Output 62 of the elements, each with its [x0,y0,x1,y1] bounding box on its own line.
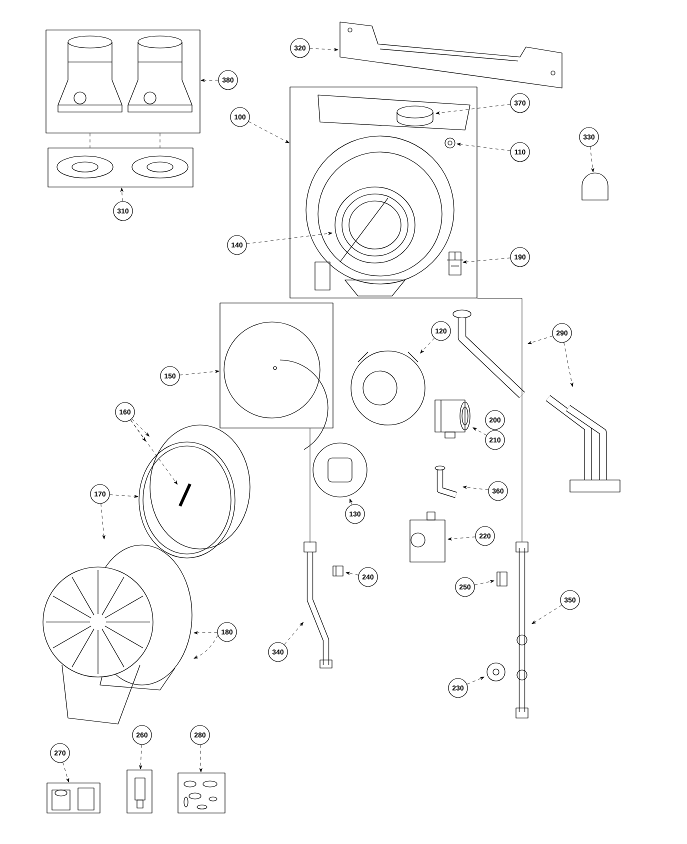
leader-line [350,498,352,505]
leader-line [200,78,218,82]
burner-cover-drawing [42,544,192,724]
leader-line [130,420,146,442]
burner-disc-drawing [220,302,334,450]
leader-line [448,536,476,540]
sensor-drawing [444,138,456,148]
pipe-drawing [452,310,525,398]
clip-drawing [332,566,344,576]
pipe-drawing [516,542,528,718]
leader-line [528,336,553,344]
leader-line [462,486,488,490]
leader-line [462,258,510,264]
leader-line [436,104,510,114]
leader-line [199,744,202,772]
gas-connector-drawing [434,400,470,438]
flue-adapter-drawing [46,30,200,134]
leader-line [110,494,138,498]
leader-line [62,762,70,782]
leader-line [420,338,435,354]
sensor-drawing [486,662,506,682]
fan-drawing [350,350,426,426]
gas-valve-drawing [410,512,446,562]
gasket-drawing [312,442,368,498]
leader-line [100,504,106,540]
leader-line [194,635,218,659]
nut-kit-drawing [46,782,100,814]
pipe-drawing [304,542,332,668]
leader-line [310,48,338,52]
leader-line [466,676,484,684]
leader-line [564,342,574,387]
ring-drawing [150,424,250,550]
leader-line [474,580,494,586]
seal-kit-drawing [178,772,226,814]
leader-line [180,370,220,376]
fitting-drawing [446,252,464,276]
pipe-drawing [546,395,620,492]
washer-drawing [48,148,194,188]
leader-line [120,188,124,202]
flue-collar-drawing [396,106,434,126]
leader-line [139,744,142,770]
leader-line [532,605,562,624]
bracket-drawing [340,22,562,88]
leader-line [472,427,487,436]
leader-line [346,572,359,576]
ring-drawing [138,442,236,558]
elbow-drawing [434,466,457,498]
leader-line [456,142,510,151]
cap-drawing [582,172,608,200]
leader-line [194,631,218,634]
alignment-line [477,298,522,542]
leader-line [284,622,304,645]
coil-drawing [334,186,416,264]
leader-line [132,418,150,437]
leader-line [246,232,332,244]
heat-exchanger-drawing [290,86,478,298]
leader-line [590,146,594,172]
clip-drawing [496,572,508,586]
valve-drawing [126,770,152,814]
leader-line [248,121,290,144]
electrode-drawing [178,483,192,507]
leader-line [130,420,178,485]
